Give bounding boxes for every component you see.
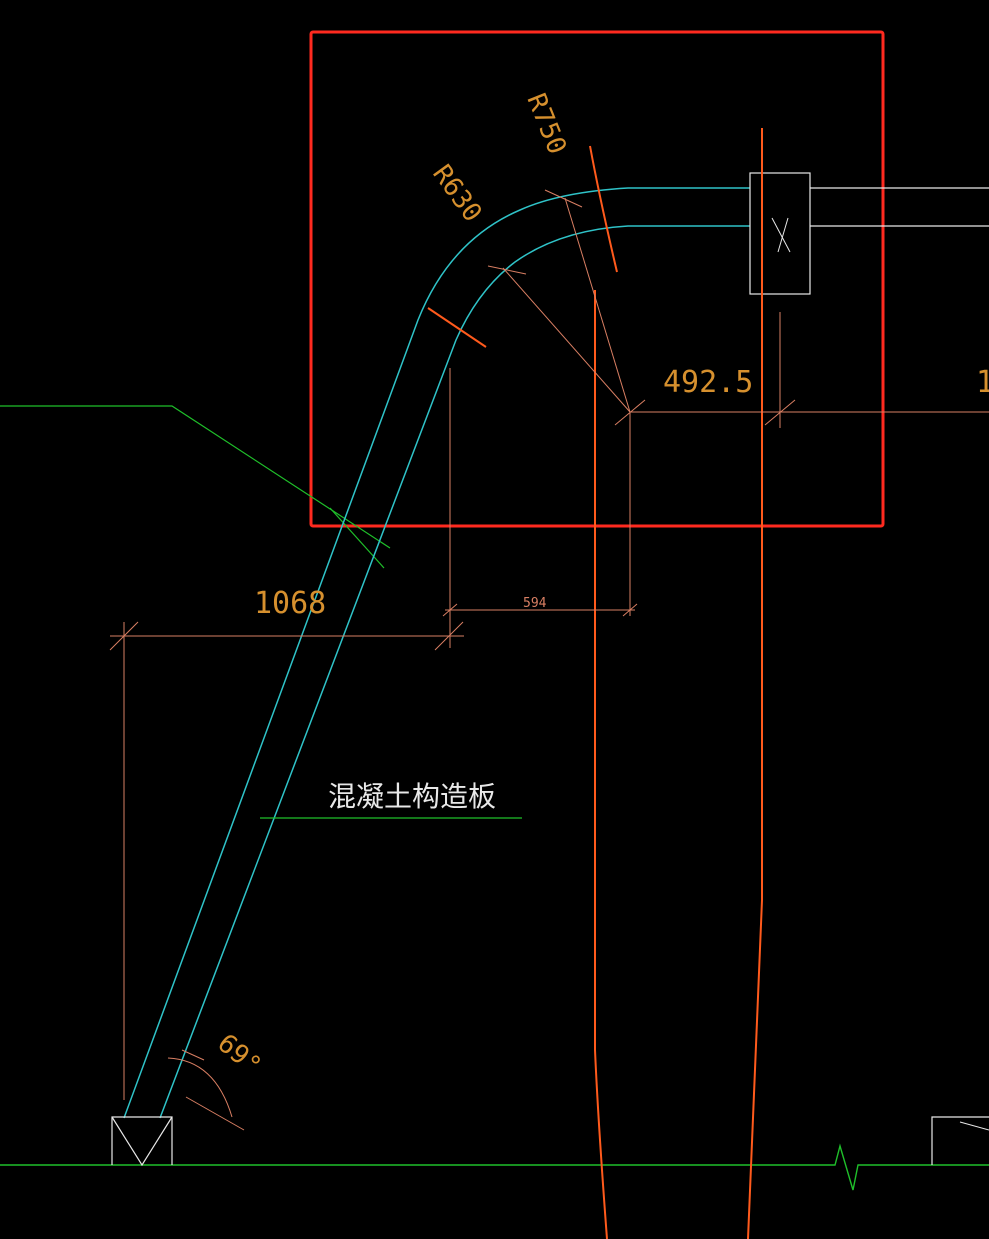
dim-594-tick-a — [442, 603, 458, 617]
dim-594-tick-b — [622, 603, 638, 617]
orange-arc-tick — [589, 145, 618, 273]
radius-line-r630 — [502, 267, 631, 413]
orange-line-right — [747, 128, 763, 1239]
terrain-line — [0, 405, 391, 549]
base-wedge-v — [111, 1116, 173, 1167]
support-box — [749, 172, 811, 295]
dim-594-label: 594 — [523, 596, 547, 611]
highlight-box — [309, 30, 885, 528]
r750-label: R750 — [521, 89, 572, 158]
rebar-inner — [159, 225, 750, 1119]
angle-arc — [167, 1057, 233, 1118]
orange-line-left — [594, 290, 608, 1239]
angle-base — [185, 1096, 245, 1131]
radius-line-r750 — [564, 197, 631, 413]
support-box-cross-1 — [771, 217, 791, 253]
angle-label: 69° — [212, 1028, 267, 1081]
orange-bend-tick — [427, 307, 487, 348]
dim-1068-label: 1068 — [254, 586, 326, 621]
slab-label: 混凝土构造板 — [328, 780, 496, 813]
terrain-line-offset — [329, 507, 385, 569]
support-box-cross-2 — [777, 217, 789, 253]
angle-tick — [181, 1049, 205, 1061]
base-wedge-right — [931, 1116, 989, 1165]
r630-label: R630 — [426, 159, 487, 227]
dim-492-label: 492.5 — [663, 365, 753, 400]
rebar-outer — [123, 187, 750, 1119]
ground-line — [0, 1143, 989, 1191]
base-wedge-left — [111, 1116, 173, 1165]
dim-1068-tick-b — [434, 621, 464, 651]
radius-tick-2 — [487, 265, 527, 275]
dim-right-cut-label: 1 — [976, 365, 989, 400]
radius-tick-1 — [544, 189, 583, 208]
base-wedge-right-diag — [959, 1121, 989, 1131]
